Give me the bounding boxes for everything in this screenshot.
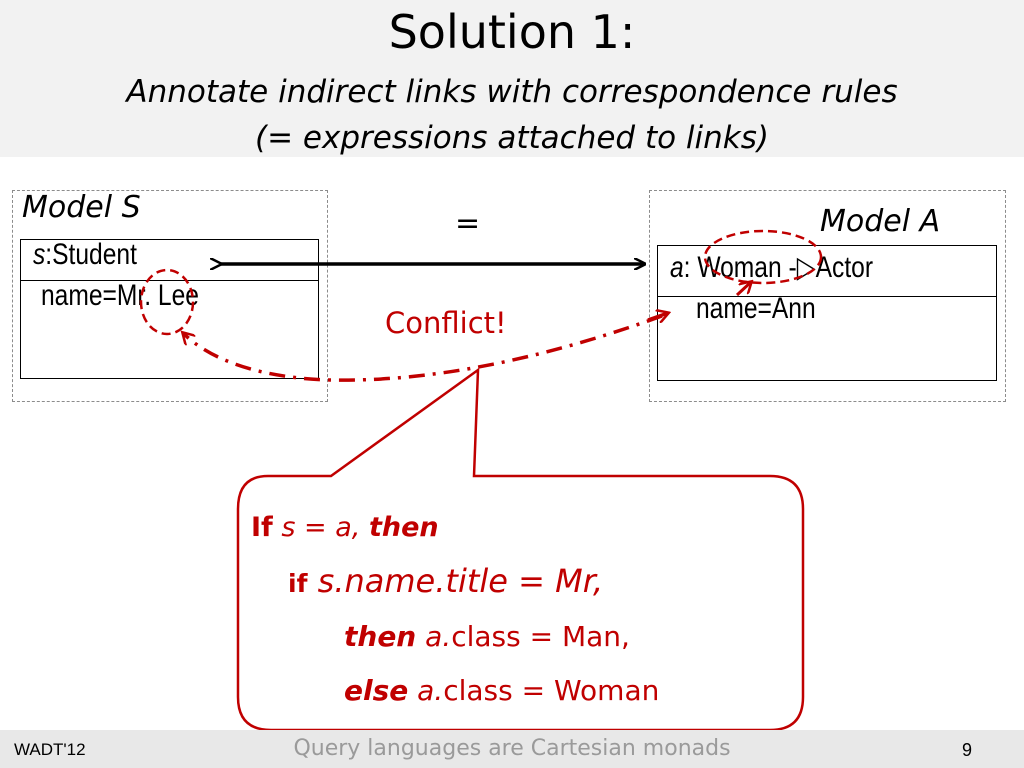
- conflict-arrow: [183, 314, 663, 382]
- title-area: [0, 0, 1024, 157]
- slide-title: Solution 1:: [388, 5, 636, 59]
- student-object-class: :Student: [45, 238, 137, 271]
- model-s-label: Model S: [22, 190, 141, 225]
- rule-callout-box: [236, 367, 805, 732]
- rule-line-2: if s.name.title = Mr,: [288, 562, 604, 600]
- student-object-box: s:Student name=Mr. Lee: [20, 238, 319, 379]
- rule-line-3: then a.class = Man,: [344, 620, 630, 653]
- actor-superclass-name: Actor: [815, 251, 874, 284]
- actor-object-header: a: Woman -▷Actor: [658, 246, 996, 297]
- slide-number: 9: [962, 740, 973, 760]
- slide-subtitle-line2: (= expressions attached to links): [254, 120, 769, 156]
- actor-name-attribute: name=Ann: [696, 292, 816, 325]
- rule-line-1: If s = a, then: [251, 512, 439, 543]
- slide-subtitle-line1: Annotate indirect links with corresponde…: [126, 74, 898, 110]
- link-equals-label: =: [455, 206, 481, 241]
- mr-highlight-circle: [139, 268, 195, 336]
- student-name-attribute: name=Mr. Lee: [41, 279, 199, 312]
- student-object-var: s: [33, 238, 46, 271]
- actor-object-box: a: Woman -▷Actor name=Ann: [657, 245, 997, 381]
- actor-object-var: a: [670, 251, 684, 284]
- conflict-label: Conflict!: [385, 306, 507, 340]
- woman-class-name: Woman: [697, 251, 782, 284]
- footer-talk-title: Query languages are Cartesian monads: [293, 736, 731, 761]
- model-a-frame: [649, 190, 1006, 402]
- model-a-label: Model A: [820, 204, 941, 239]
- rule-line-4: else a.class = Woman: [344, 674, 660, 707]
- footer-bar: [0, 730, 1024, 768]
- woman-highlight-circle: [703, 229, 823, 285]
- model-s-frame: [12, 190, 328, 402]
- generalization-arrow-icon: -▷: [788, 251, 816, 284]
- footer-venue: WADT'12: [14, 740, 86, 759]
- student-object-header: s:Student: [21, 238, 318, 281]
